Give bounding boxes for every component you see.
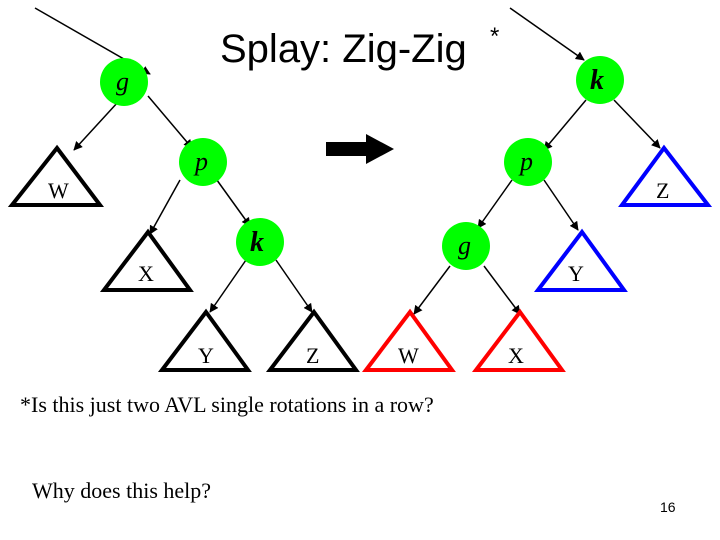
before-subtree-y — [157, 308, 252, 372]
after-node-k — [576, 56, 624, 104]
slide-title: Splay: Zig-Zig — [220, 27, 467, 71]
transform-arrow-icon — [326, 134, 394, 164]
after-node-p — [504, 138, 552, 186]
before-subtree-z-label: Z — [306, 343, 319, 368]
page-number: 16 — [660, 499, 676, 515]
before-subtree-z — [265, 308, 360, 372]
after-node-k-label: k — [590, 65, 604, 96]
before-node-p — [179, 138, 227, 186]
after-subtree-y-label: Y — [568, 261, 584, 286]
edge-p-to-x — [149, 179, 181, 235]
edge-k-to-z — [275, 259, 313, 313]
before-subtree-x-label: X — [138, 261, 154, 286]
after-subtree-x — [471, 308, 566, 372]
before-subtree-w — [7, 144, 105, 207]
edge-k-to-y — [209, 259, 247, 313]
after-node-g-label: g — [458, 231, 471, 260]
before-node-k-label: k — [250, 227, 264, 258]
edge-g-to-p — [147, 95, 193, 149]
edge-g-to-w-after — [413, 265, 451, 315]
edge-k-to-p — [543, 99, 587, 151]
before-subtree-w-label: W — [48, 178, 69, 203]
before-node-g-label: g — [116, 67, 129, 96]
after-node-p-label: p — [518, 147, 533, 176]
after-subtree-z — [618, 144, 713, 207]
edge-p-to-k — [213, 175, 251, 227]
before-node-g — [100, 58, 148, 106]
edge-k-to-z-after — [613, 99, 661, 149]
edge-p-to-y — [543, 179, 579, 231]
edge-parent-to-k — [509, 7, 585, 61]
edge-g-to-x — [483, 265, 521, 315]
after-node-g — [442, 222, 490, 270]
before-node-p-label: p — [193, 147, 208, 176]
edge-g-to-w — [73, 101, 119, 151]
after-subtree-w-label: W — [398, 343, 419, 368]
after-subtree-x-label: X — [508, 343, 524, 368]
before-subtree-y-label: Y — [198, 343, 214, 368]
footnote-text: *Is this just two AVL single rotations i… — [20, 392, 434, 417]
before-subtree-x — [99, 228, 194, 292]
title-footnote-marker: * — [490, 23, 499, 50]
after-subtree-z-label: Z — [656, 178, 669, 203]
edge-p-to-g — [477, 179, 513, 229]
after-subtree-y — [533, 228, 628, 292]
question-text: Why does this help? — [32, 478, 211, 503]
after-subtree-w — [361, 308, 456, 372]
before-node-k — [236, 218, 284, 266]
